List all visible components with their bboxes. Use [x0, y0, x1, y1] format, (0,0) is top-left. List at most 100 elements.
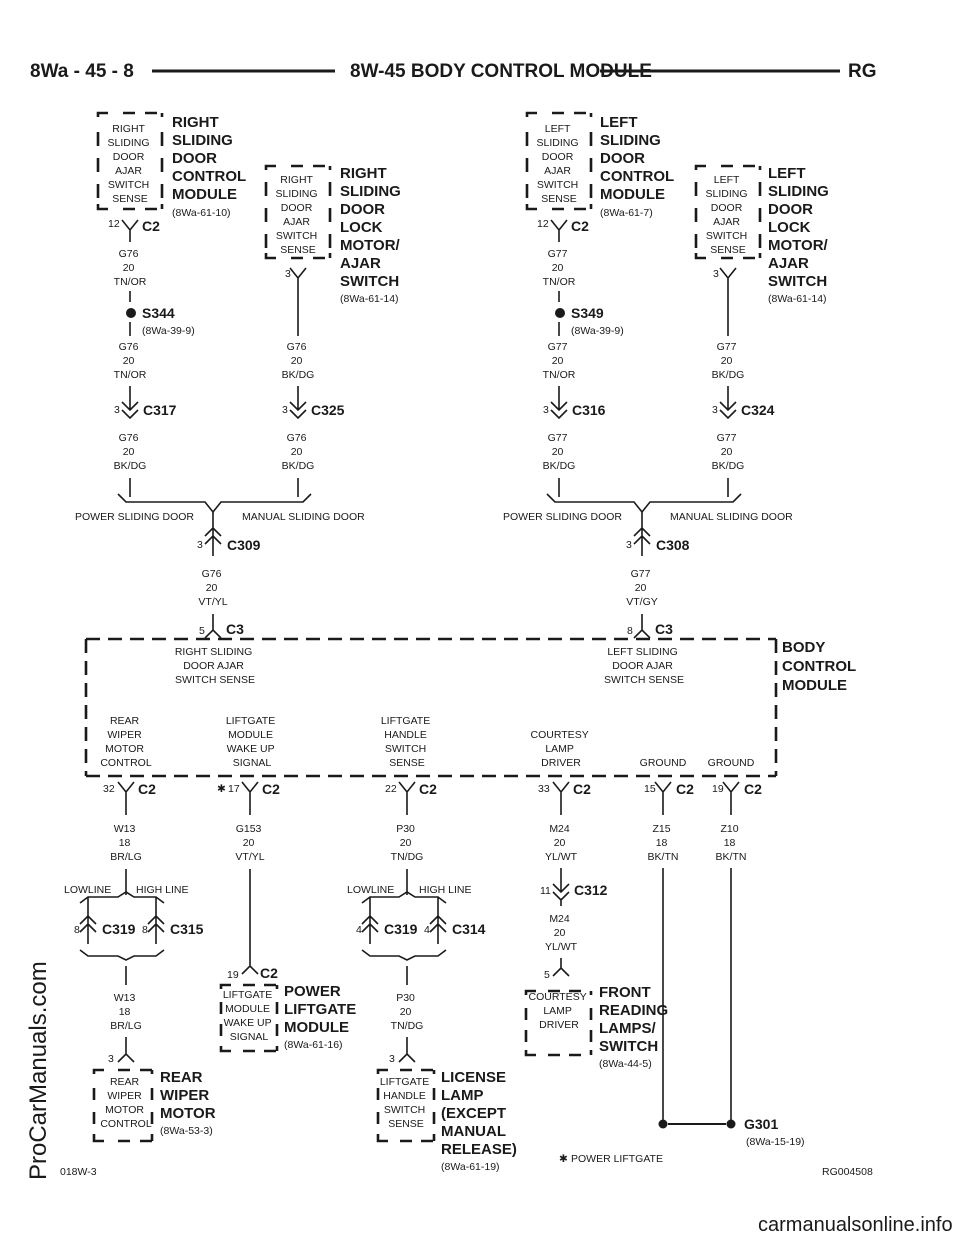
pin-number: 3 — [285, 268, 291, 280]
connector-symbol — [241, 781, 259, 815]
module-inner-label: LEFT SLIDING DOOR AJAR SWITCH SENSE — [537, 123, 582, 205]
module-inner-label: RIGHT SLIDING DOOR AJAR SWITCH SENSE — [276, 174, 321, 256]
connector-name: C317 — [143, 402, 177, 418]
wire-label: G153 20 VT/YL — [235, 823, 264, 863]
branch-bracket — [79, 949, 165, 961]
module-inner-label: LIFTGATE HANDLE SWITCH SENSE — [380, 1076, 432, 1130]
inline-connector — [289, 386, 307, 420]
pin-number: 4 — [356, 924, 362, 936]
splice-ref: (8Wa-39-9) — [571, 325, 624, 337]
ground-dot — [726, 1119, 736, 1129]
pin-number: 3 — [114, 404, 120, 416]
drawing-number: RG004508 — [822, 1166, 873, 1178]
inline-connector — [552, 868, 570, 906]
module-inner-label: REAR WIPER MOTOR CONTROL — [100, 1076, 151, 1130]
connector-symbol — [654, 781, 672, 815]
wire-label: Z10 18 BK/TN — [716, 823, 747, 863]
connector-name: C3 — [226, 621, 244, 637]
inline-connector — [361, 897, 379, 944]
connector-name: C319 — [102, 921, 136, 937]
pin-function-label: GROUND — [640, 757, 687, 769]
connector-symbol — [204, 614, 222, 639]
module-inner-label: LEFT SLIDING DOOR AJAR SWITCH SENSE — [706, 174, 751, 256]
connector-name: C2 — [676, 781, 694, 797]
branch-label-lowline: LOWLINE — [64, 884, 111, 896]
module-ref: (8Wa-61-16) — [284, 1039, 343, 1051]
wire-label: W13 18 BR/LG — [110, 823, 142, 863]
inline-connector — [147, 897, 165, 944]
wire-label: G76 20 BK/DG — [282, 432, 315, 472]
right-sliding-door-control-module: RIGHT SLIDING DOOR AJAR SWITCH SENSE RIG… — [96, 111, 250, 242]
connector-name: C2 — [260, 965, 278, 981]
connector-name: C316 — [572, 402, 606, 418]
inline-connector — [550, 386, 568, 420]
splice-name: S344 — [142, 305, 175, 321]
ground-g301: G301 (8Wa-15-19) — [658, 1112, 805, 1148]
pin-number: 3 — [282, 404, 288, 416]
pin-function-label: LEFT SLIDING DOOR AJAR SWITCH SENSE — [604, 646, 684, 686]
wire-label: G77 20 BK/DG — [712, 341, 745, 381]
connector-name: C2 — [142, 218, 160, 234]
wire-label: Z15 18 BK/TN — [648, 823, 679, 863]
connector-name: C2 — [571, 218, 589, 234]
connector-symbol — [722, 781, 740, 815]
footnote-text: POWER LIFTGATE — [571, 1153, 663, 1165]
splice-ref: (8Wa-39-9) — [142, 325, 195, 337]
module-inner-label: RIGHT SLIDING DOOR AJAR SWITCH SENSE — [108, 123, 153, 205]
inline-connector — [633, 512, 651, 556]
pin-number: 8 — [627, 625, 633, 637]
pin-number: 8 — [142, 924, 148, 936]
footer-watermark: carmanualsonline.info — [758, 1214, 953, 1236]
pin-number: 19 — [712, 783, 724, 795]
wire-label: G77 20 BK/DG — [543, 432, 576, 472]
module-box — [264, 164, 332, 260]
rear-wiper-motor: 3 REAR WIPER MOTOR CONTROL REAR WIPER MO… — [92, 1053, 216, 1143]
module-ref: (8Wa-61-19) — [441, 1161, 500, 1173]
pin-number: 3 — [197, 539, 203, 551]
wire-label: G76 20 TN/OR — [114, 248, 147, 288]
wire-label: P30 20 TN/DG — [391, 823, 424, 863]
vehicle-code: RG — [848, 61, 877, 82]
pin-number: 15 — [644, 783, 656, 795]
footnote-mark: ✱ — [217, 783, 226, 795]
power-liftgate-module: 19 C2 LIFTGATE MODULE WAKE UP SIGNAL POW… — [219, 965, 360, 1053]
connector-symbol — [241, 869, 259, 975]
branch-label-manual: MANUAL SLIDING DOOR — [670, 511, 793, 523]
wire-label: G77 20 TN/OR — [543, 341, 576, 381]
module-ref: (8Wa-61-7) — [600, 207, 653, 219]
splice-dot — [126, 308, 136, 318]
wire-label: G77 20 BK/DG — [712, 432, 745, 472]
connector-name: C3 — [655, 621, 673, 637]
pin-number: 12 — [108, 218, 120, 230]
connector-name: C2 — [262, 781, 280, 797]
connector-name: C314 — [452, 921, 486, 937]
wire-label: G77 20 TN/OR — [543, 248, 576, 288]
module-title: BODY CONTROL MODULE — [782, 639, 860, 694]
ground-dot — [658, 1119, 668, 1129]
pin-number: 3 — [712, 404, 718, 416]
module-box — [92, 1068, 154, 1143]
connector-symbol — [117, 1037, 135, 1063]
module-title: POWER LIFTGATE MODULE — [284, 983, 360, 1036]
branch-label-manual: MANUAL SLIDING DOOR — [242, 511, 365, 523]
module-ref: (8Wa-61-14) — [768, 293, 827, 305]
wire-label: G77 20 VT/GY — [626, 568, 658, 608]
header: 8Wa - 45 - 8 8W-45 BODY CONTROL MODULE R… — [30, 61, 877, 82]
module-title: LEFT SLIDING DOOR CONTROL MODULE — [600, 114, 678, 203]
connector-name: C2 — [138, 781, 156, 797]
module-box — [694, 164, 762, 260]
inline-connector — [121, 386, 139, 420]
module-title: RIGHT SLIDING DOOR CONTROL MODULE — [172, 114, 250, 203]
wire-label: G76 20 BK/DG — [282, 341, 315, 381]
branch-label-power: POWER SLIDING DOOR — [75, 511, 194, 523]
module-title: LICENSE LAMP (EXCEPT MANUAL RELEASE) — [441, 1069, 517, 1158]
connector-symbol — [121, 219, 139, 242]
wire-label: G76 20 BK/DG — [114, 432, 147, 472]
module-box — [376, 1068, 436, 1143]
pin-number: 8 — [74, 924, 80, 936]
pin-number: 3 — [108, 1053, 114, 1065]
wire-label: G76 20 VT/YL — [198, 568, 227, 608]
pin-number: 22 — [385, 783, 397, 795]
pin-function-label: LIFTGATE MODULE WAKE UP SIGNAL — [226, 715, 278, 769]
